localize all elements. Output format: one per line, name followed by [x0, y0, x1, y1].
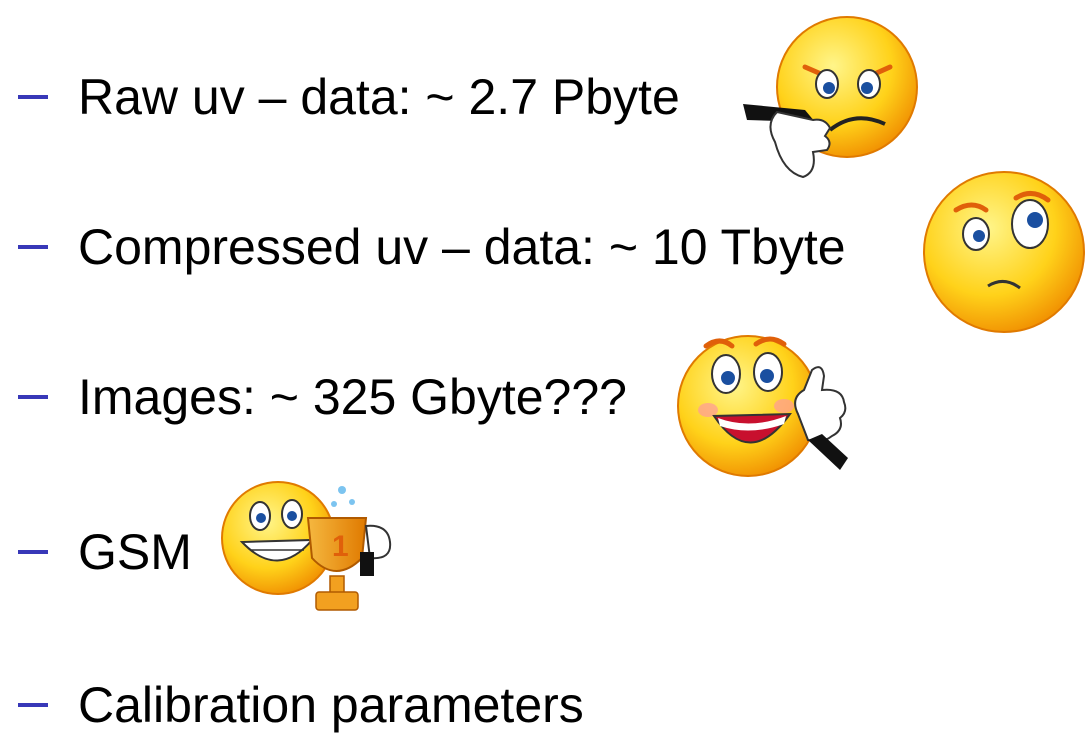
angry-thumbs-down-smiley-icon — [735, 12, 925, 182]
bullet-calibration-parameters: Calibration parameters — [0, 660, 660, 735]
bullet-gsm: GSM — [0, 507, 220, 597]
bullet-compressed-uv-data: Compressed uv – data: ~ 10 Tbyte — [0, 202, 900, 292]
bullet-dash — [18, 550, 48, 554]
trophy-smiley-icon: 1 — [216, 480, 406, 630]
skeptical-smiley-icon — [916, 160, 1086, 338]
bullet-text: Calibration parameters — [78, 677, 584, 733]
bullet-text: Raw uv – data: ~ 2.7 Pbyte — [78, 69, 680, 125]
bullet-text: GSM — [78, 524, 192, 580]
bullet-text: Compressed uv – data: ~ 10 Tbyte — [78, 219, 846, 275]
bullet-dash — [18, 95, 48, 99]
svg-text:1: 1 — [332, 530, 349, 563]
bullet-images: Images: ~ 325 Gbyte??? — [0, 352, 680, 442]
bullet-raw-uv-data: Raw uv – data: ~ 2.7 Pbyte — [0, 52, 760, 142]
bullet-dash — [18, 703, 48, 707]
bullet-dash — [18, 245, 48, 249]
happy-thumbs-up-smiley-icon — [672, 318, 862, 480]
bullet-dash — [18, 395, 48, 399]
bullet-text: Images: ~ 325 Gbyte??? — [78, 369, 627, 425]
